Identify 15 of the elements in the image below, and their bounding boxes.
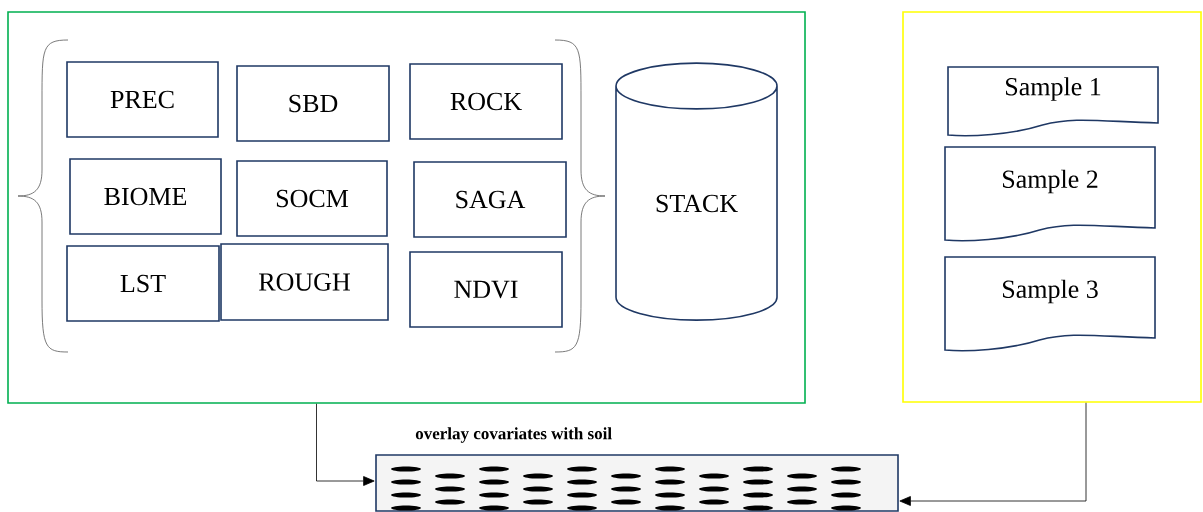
covariate-box: BIOME [69,158,222,235]
database-cylinder: STACK [615,62,778,321]
heading: overlay covariates with soil [415,427,612,443]
covariate-box: LST [66,245,220,322]
panel-frame [902,11,1202,403]
covariate-box: ROCK [409,63,563,140]
covariate-box: NDVI [409,251,563,328]
covariate-box: ROUGH [220,243,389,321]
covariate-box: PREC [66,61,219,138]
covariate-box: SBD [236,65,390,142]
arrow [316,403,375,486]
panel-frame [7,11,806,404]
arrow [899,402,1087,506]
covariate-box: SOCM [236,160,388,237]
covariate-box: SAGA [413,161,567,238]
